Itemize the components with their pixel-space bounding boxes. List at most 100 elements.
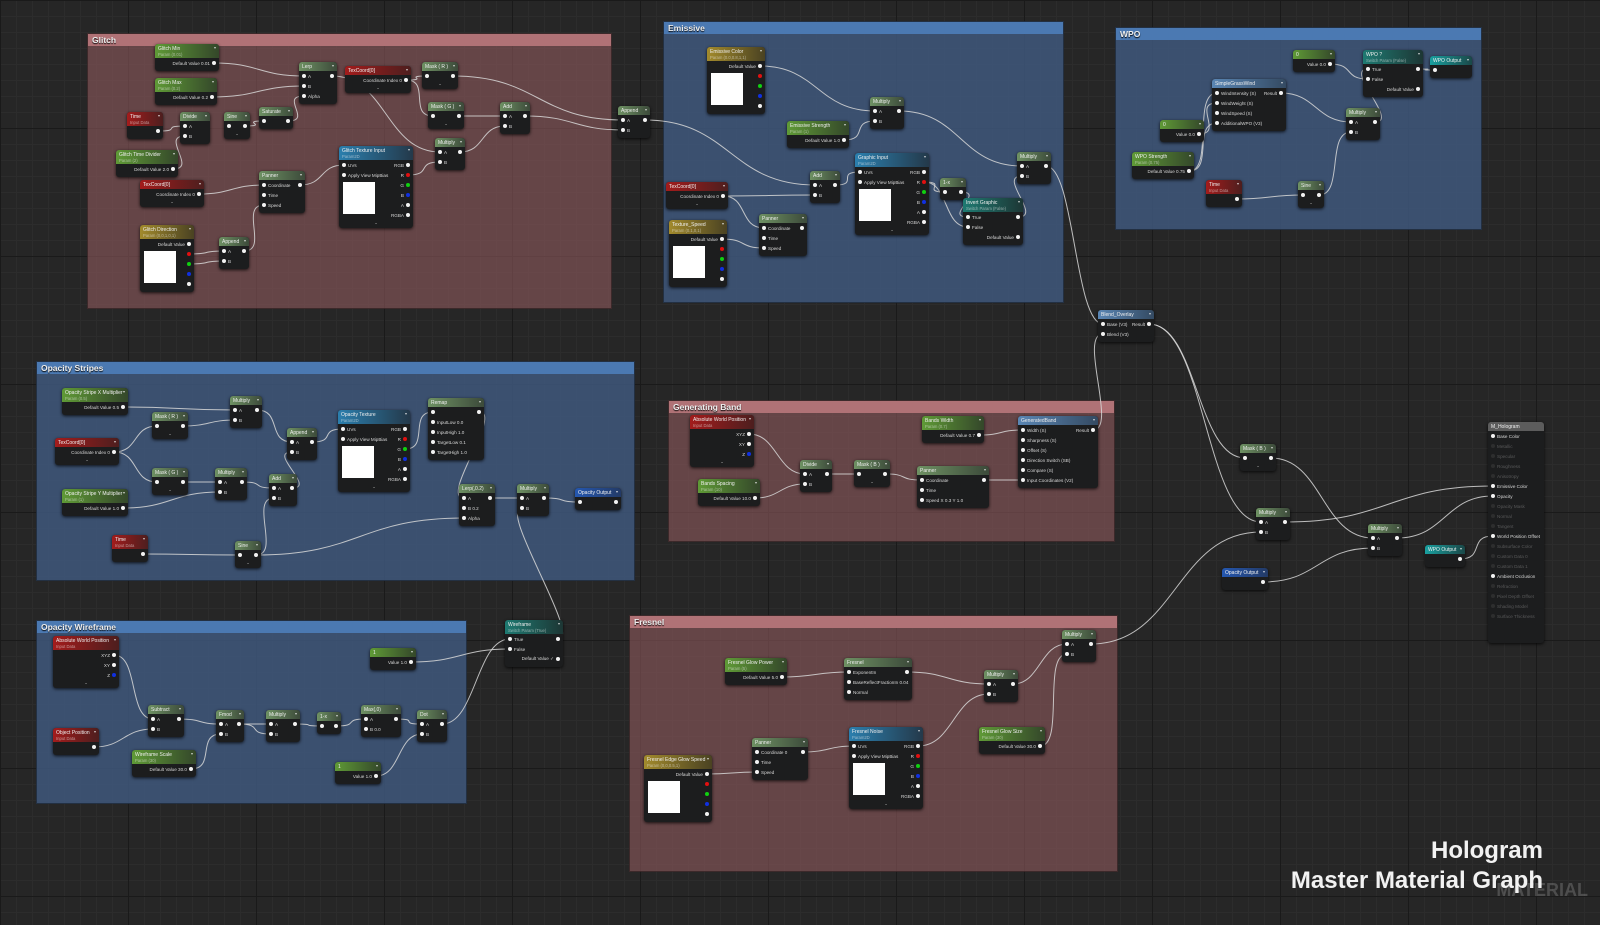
pin-circle-icon[interactable]	[254, 553, 258, 557]
input-pin[interactable]: Alpha	[302, 94, 320, 99]
output-pin[interactable]: Default Value 0.7	[940, 433, 981, 438]
pin-circle-icon[interactable]	[982, 478, 986, 482]
collapse-chevron-icon[interactable]: ▾	[331, 63, 334, 68]
output-pin[interactable]	[758, 104, 762, 108]
pin-circle-icon[interactable]	[762, 246, 766, 250]
pin-circle-icon[interactable]	[1416, 67, 1420, 71]
pin-circle-icon[interactable]	[977, 433, 981, 437]
pin-circle-icon[interactable]	[403, 457, 407, 461]
pin-circle-icon[interactable]	[916, 744, 920, 748]
output-pin[interactable]	[290, 486, 294, 490]
pin-circle-icon[interactable]	[705, 792, 709, 796]
collapse-chevron-icon[interactable]: ▾	[960, 179, 963, 184]
expand-chevron-icon[interactable]: ⌄	[170, 199, 174, 204]
node-maskG[interactable]: Mask ( G )▾⌄	[428, 102, 464, 129]
collapse-chevron-icon[interactable]: ▾	[615, 489, 618, 494]
output-pin[interactable]	[643, 118, 647, 122]
node-header[interactable]: Multiply▾	[984, 670, 1018, 679]
input-pin[interactable]	[1243, 456, 1247, 460]
output-pin[interactable]: Default Value 0.2	[173, 95, 214, 100]
input-pin[interactable]: Anisotropy	[1491, 474, 1519, 479]
node-header[interactable]: Divide▾	[180, 112, 210, 121]
collapse-chevron-icon[interactable]: ▾	[452, 63, 455, 68]
pin-circle-icon[interactable]	[156, 129, 160, 133]
collapse-chevron-icon[interactable]: ▾	[407, 147, 410, 152]
pin-circle-icon[interactable]	[451, 74, 455, 78]
input-pin[interactable]: Shading Model	[1491, 604, 1528, 609]
pin-circle-icon[interactable]	[508, 647, 512, 651]
node-header[interactable]: Mask ( B )▾	[854, 460, 890, 469]
expand-chevron-icon[interactable]: ⌄	[438, 81, 442, 86]
pin-circle-icon[interactable]	[1021, 448, 1025, 452]
pin-circle-icon[interactable]	[556, 657, 560, 661]
input-pin[interactable]: A	[290, 440, 299, 445]
output-pin[interactable]	[705, 792, 709, 796]
expand-chevron-icon[interactable]: ⌄	[890, 227, 894, 232]
input-pin[interactable]: WindIntensity (S)	[1215, 91, 1256, 96]
node-header[interactable]: M_Hologram	[1488, 422, 1544, 431]
collapse-chevron-icon[interactable]: ▾	[843, 122, 846, 127]
pin-circle-icon[interactable]	[1147, 322, 1151, 326]
node-wpoOut[interactable]: WPO Output▾	[1430, 56, 1472, 78]
pin-circle-icon[interactable]	[1065, 652, 1069, 656]
node-header[interactable]: Multiply▾	[215, 468, 247, 477]
pin-circle-icon[interactable]	[1491, 444, 1495, 448]
pin-circle-icon[interactable]	[920, 488, 924, 492]
pin-circle-icon[interactable]	[758, 84, 762, 88]
output-pin[interactable]	[1044, 164, 1048, 168]
pin-circle-icon[interactable]	[1089, 642, 1093, 646]
output-pin[interactable]: Default Value 0.75	[1148, 169, 1191, 174]
node-header[interactable]: Dot▾	[417, 710, 447, 719]
node-wom[interactable]: 1-x▾	[317, 712, 341, 734]
input-pin[interactable]: A	[222, 249, 231, 254]
input-pin[interactable]: Opacity Mask	[1491, 504, 1525, 509]
collapse-chevron-icon[interactable]: ▾	[410, 649, 413, 654]
input-pin[interactable]: Base Color	[1491, 434, 1520, 439]
output-pin[interactable]	[758, 74, 762, 78]
output-pin[interactable]: Result	[1264, 91, 1283, 96]
pin-circle-icon[interactable]	[262, 203, 266, 207]
node-etex[interactable]: TexCoord[0]▾Coordinate Index 0⌄	[666, 182, 728, 209]
input-pin[interactable]: B	[269, 732, 278, 737]
pin-circle-icon[interactable]	[847, 680, 851, 684]
node-maskR[interactable]: Mask ( R )▾⌄	[422, 62, 458, 89]
output-pin[interactable]: R	[911, 754, 920, 759]
output-pin[interactable]	[187, 282, 191, 286]
pin-circle-icon[interactable]	[755, 770, 759, 774]
output-pin[interactable]: Default Value 30.0	[999, 744, 1042, 749]
output-pin[interactable]	[883, 472, 887, 476]
collapse-chevron-icon[interactable]: ▾	[243, 238, 246, 243]
output-pin[interactable]	[477, 410, 481, 414]
pin-circle-icon[interactable]	[1021, 438, 1025, 442]
pin-circle-icon[interactable]	[1235, 197, 1239, 201]
pin-circle-icon[interactable]	[747, 452, 751, 456]
pin-circle-icon[interactable]	[438, 160, 442, 164]
node-header[interactable]: Append▾	[287, 428, 317, 437]
node-header[interactable]: Multiply▾	[1368, 524, 1402, 533]
pin-circle-icon[interactable]	[803, 472, 807, 476]
pin-circle-icon[interactable]	[614, 500, 618, 504]
collapse-chevron-icon[interactable]: ▾	[884, 461, 887, 466]
output-pin[interactable]	[488, 496, 492, 500]
pin-circle-icon[interactable]	[233, 408, 237, 412]
output-pin[interactable]: A	[401, 203, 410, 208]
pin-circle-icon[interactable]	[151, 727, 155, 731]
input-pin[interactable]: Sharpness (S)	[1021, 438, 1056, 443]
output-pin[interactable]: Value 0.0	[1176, 132, 1201, 137]
pin-circle-icon[interactable]	[302, 74, 306, 78]
collapse-chevron-icon[interactable]: ▾	[1262, 569, 1265, 574]
node-omaskG[interactable]: Mask ( G )▾⌄	[152, 468, 188, 495]
pin-circle-icon[interactable]	[240, 480, 244, 484]
